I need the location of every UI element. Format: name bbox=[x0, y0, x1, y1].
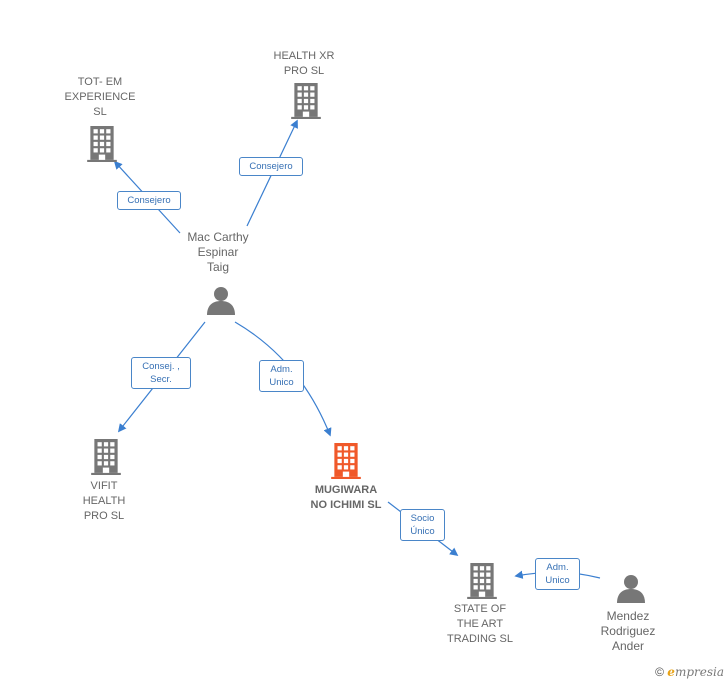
company-label-mugiwara[interactable]: MUGIWARA NO ICHIMI SL bbox=[310, 484, 382, 511]
company-label-tot-em[interactable]: TOT- EM EXPERIENCE SL bbox=[64, 76, 136, 118]
relation-label-adm-unico-mugiwara: Adm. Unico bbox=[259, 360, 304, 392]
building-icon-tot-em bbox=[87, 126, 117, 162]
company-label-health-xr[interactable]: HEALTH XR PRO SL bbox=[273, 50, 335, 77]
company-label-vifit[interactable]: VIFIT HEALTH PRO SL bbox=[82, 480, 126, 522]
person-icon-mac-carthy bbox=[207, 287, 235, 315]
brand-logo-initial: e bbox=[667, 665, 675, 679]
company-label-state-of-the-art[interactable]: STATE OF THE ART TRADING SL bbox=[446, 603, 513, 645]
relation-label-adm-unico-state: Adm. Unico bbox=[535, 558, 580, 590]
building-icon-vifit bbox=[91, 439, 121, 475]
building-icon-health-xr bbox=[291, 83, 321, 119]
brand-logo-text: mpresia bbox=[674, 665, 724, 679]
brand-footer: © empresia bbox=[655, 665, 724, 679]
relation-label-socio-unico: Socio Único bbox=[400, 509, 445, 541]
copyright-icon: © bbox=[655, 665, 664, 679]
person-label-mendez[interactable]: Mendez Rodriguez Ander bbox=[600, 609, 656, 653]
building-icon-state-of-the-art bbox=[467, 563, 497, 599]
brand-logo: empresia bbox=[667, 665, 724, 679]
person-icon-mendez bbox=[617, 575, 645, 603]
relation-label-consej-secr: Consej. , Secr. bbox=[131, 357, 191, 389]
relation-label-consejero-health: Consejero bbox=[239, 157, 303, 176]
relation-label-consejero-tot: Consejero bbox=[117, 191, 181, 210]
building-icon-mugiwara bbox=[331, 443, 361, 479]
person-label-mac-carthy[interactable]: Mac Carthy Espinar Taig bbox=[187, 230, 249, 274]
